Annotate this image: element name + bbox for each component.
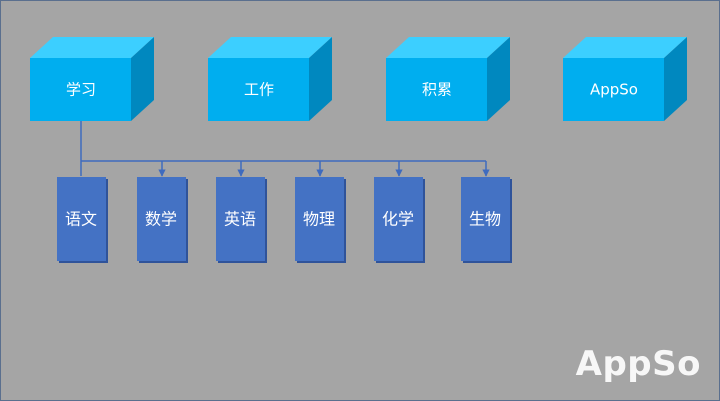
top-node-label-appso: AppSo (590, 81, 638, 99)
top-node-label-accumulate: 积累 (422, 81, 452, 99)
sub-node-label-english: 英语 (224, 210, 256, 229)
cube-top-face (563, 37, 687, 58)
appso-watermark-logo: AppSo (575, 344, 701, 384)
sub-box (216, 177, 265, 261)
top-node-study: 学习 (30, 37, 154, 121)
sub-node-math: 数学 (137, 177, 188, 263)
top-node-appso: AppSo (563, 37, 687, 121)
cube-front-face (208, 58, 309, 121)
cube-side-face (487, 37, 510, 121)
cube-top-face (386, 37, 510, 58)
sub-node-label-math: 数学 (145, 210, 177, 229)
sub-node-chinese: 语文 (57, 177, 108, 263)
sub-box (461, 177, 510, 261)
connector-lines (80, 121, 490, 177)
top-node-label-work: 工作 (244, 81, 274, 99)
cube-side-face (664, 37, 687, 121)
sub-node-label-biology: 生物 (469, 210, 501, 229)
cube-front-face (386, 58, 487, 121)
sub-box (57, 177, 106, 261)
cube-top-face (30, 37, 154, 58)
sub-node-label-physics: 物理 (303, 210, 335, 229)
top-node-label-study: 学习 (66, 81, 96, 99)
sub-node-chemistry: 化学 (374, 177, 425, 263)
sub-node-biology: 生物 (461, 177, 512, 263)
top-node-work: 工作 (208, 37, 332, 121)
cube-front-face (30, 58, 131, 121)
top-node-accumulate: 积累 (386, 37, 510, 121)
sub-box (295, 177, 344, 261)
cube-top-face (208, 37, 332, 58)
sub-node-physics: 物理 (295, 177, 346, 263)
sub-box (137, 177, 186, 261)
cube-side-face (309, 37, 332, 121)
sub-box (374, 177, 423, 261)
sub-node-english: 英语 (216, 177, 267, 263)
sub-node-label-chemistry: 化学 (382, 210, 414, 229)
cube-side-face (131, 37, 154, 121)
sub-node-label-chinese: 语文 (65, 210, 97, 229)
cube-front-face (563, 58, 664, 121)
